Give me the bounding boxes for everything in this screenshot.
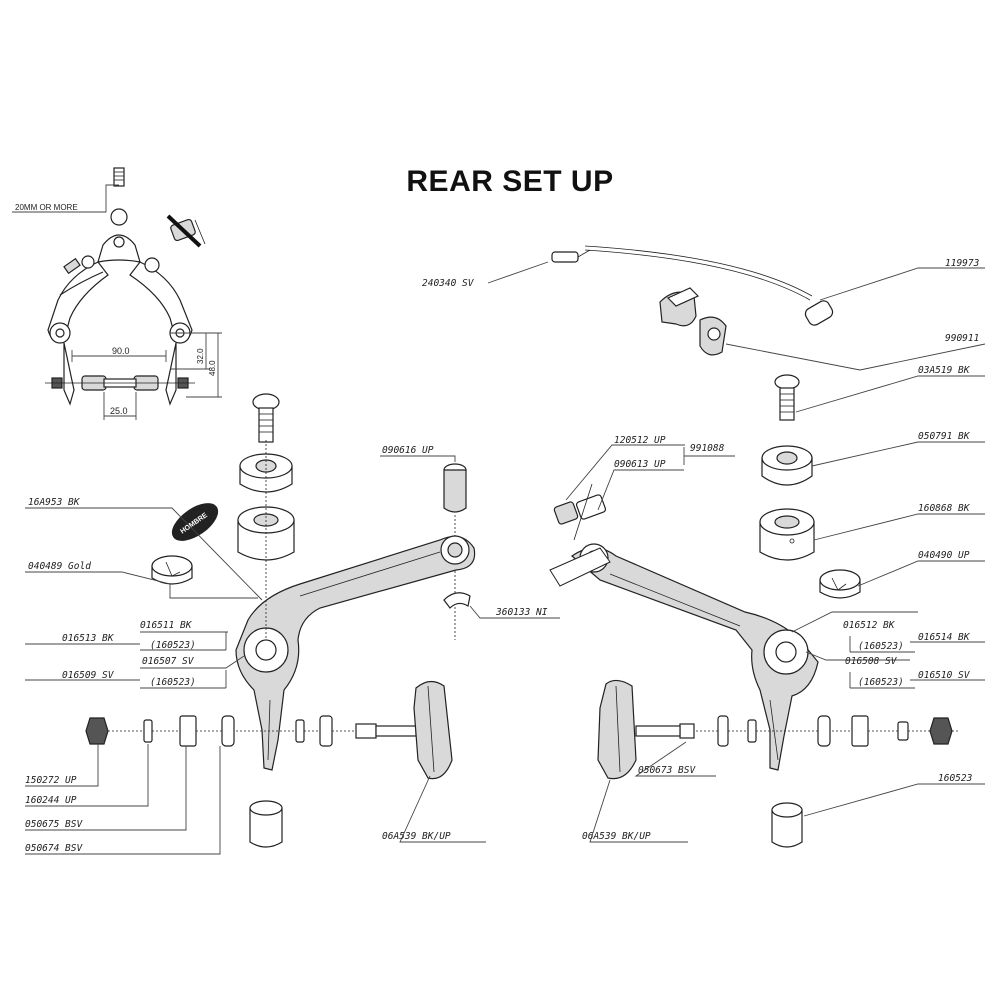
right-brake-arm (571, 543, 819, 771)
label-991088: 991088 (690, 443, 725, 454)
circlip-360133 (443, 592, 471, 609)
label-160523a: (160523) (858, 641, 904, 652)
overview-dim-h2: 48.0 (208, 360, 217, 376)
label-240340: 240340 SV (422, 278, 475, 289)
left-pad-06A539 (413, 680, 453, 780)
label-016512: 016512 BK (843, 620, 896, 631)
overview-dim-inner: 25.0 (110, 406, 128, 416)
label-040489: 040489 Gold (28, 561, 91, 572)
bushing-160523-left (249, 800, 283, 848)
label-160523c: (160523) (150, 640, 196, 651)
bushing-160868 (759, 508, 815, 561)
label-016507: 016507 SV (142, 656, 195, 667)
label-050673: 050673 BSV (638, 765, 696, 776)
diagram-title: REAR SET UP (406, 165, 613, 198)
bushing-160523-right (771, 802, 803, 848)
label-016514: 016514 BK (918, 632, 971, 643)
label-050674: 050674 BSV (25, 843, 83, 854)
left-axle-stack (85, 715, 417, 747)
overview-dim-width: 90.0 (112, 346, 130, 356)
spring-040490 (819, 569, 861, 599)
washer-050791 (761, 445, 813, 486)
bolt-left (252, 393, 280, 443)
label-050675: 050675 BSV (25, 819, 83, 830)
label-160244: 160244 UP (25, 795, 77, 806)
cable-slot-arrow (549, 547, 611, 587)
label-160523b: (160523) (858, 677, 904, 688)
label-016511: 016511 BK (140, 620, 193, 631)
label-040490: 040490 UP (918, 550, 970, 561)
label-06A539l: 06A539 BK/UP (382, 831, 451, 842)
overview-note: 20MM OR MORE (15, 203, 78, 212)
straddle-hanger-990911 (659, 287, 727, 356)
label-120512: 120512 UP (614, 435, 666, 446)
label-090613: 090613 UP (614, 459, 666, 470)
label-160868: 160868 BK (918, 503, 971, 514)
label-016510: 016510 SV (918, 670, 971, 681)
label-050791: 050791 BK (918, 431, 971, 442)
right-axle-stack (640, 715, 960, 747)
label-360133: 360133 NI (495, 607, 548, 618)
label-016508: 016508 SV (845, 656, 898, 667)
label-119973: 119973 (945, 258, 980, 269)
label-16A953: 16A953 BK (28, 497, 81, 508)
label-990911: 990911 (945, 333, 979, 344)
barrel-adjuster (553, 483, 607, 541)
overview-assembly: 20MM OR MORE 90.0 (12, 167, 222, 420)
label-016509: 016509 SV (62, 670, 115, 681)
label-160523d: (160523) (150, 677, 196, 688)
prohibited-nut-icon (166, 214, 206, 248)
label-03A519: 03A519 BK (918, 365, 971, 376)
spring-040489 (151, 555, 193, 585)
label-06A539r: 06A539 BK/UP (582, 831, 651, 842)
cable-assembly (551, 245, 834, 326)
label-016513: 016513 BK (62, 633, 115, 644)
right-pad-06A539 (597, 679, 681, 780)
badge-16A953: HOMBRE (171, 503, 219, 541)
overview-dim-h1: 32.0 (196, 348, 205, 364)
label-090616: 090616 UP (382, 445, 434, 456)
label-160523r: 160523 (938, 773, 973, 784)
label-150272: 150272 UP (25, 775, 77, 786)
bolt-03A519 (774, 374, 800, 421)
